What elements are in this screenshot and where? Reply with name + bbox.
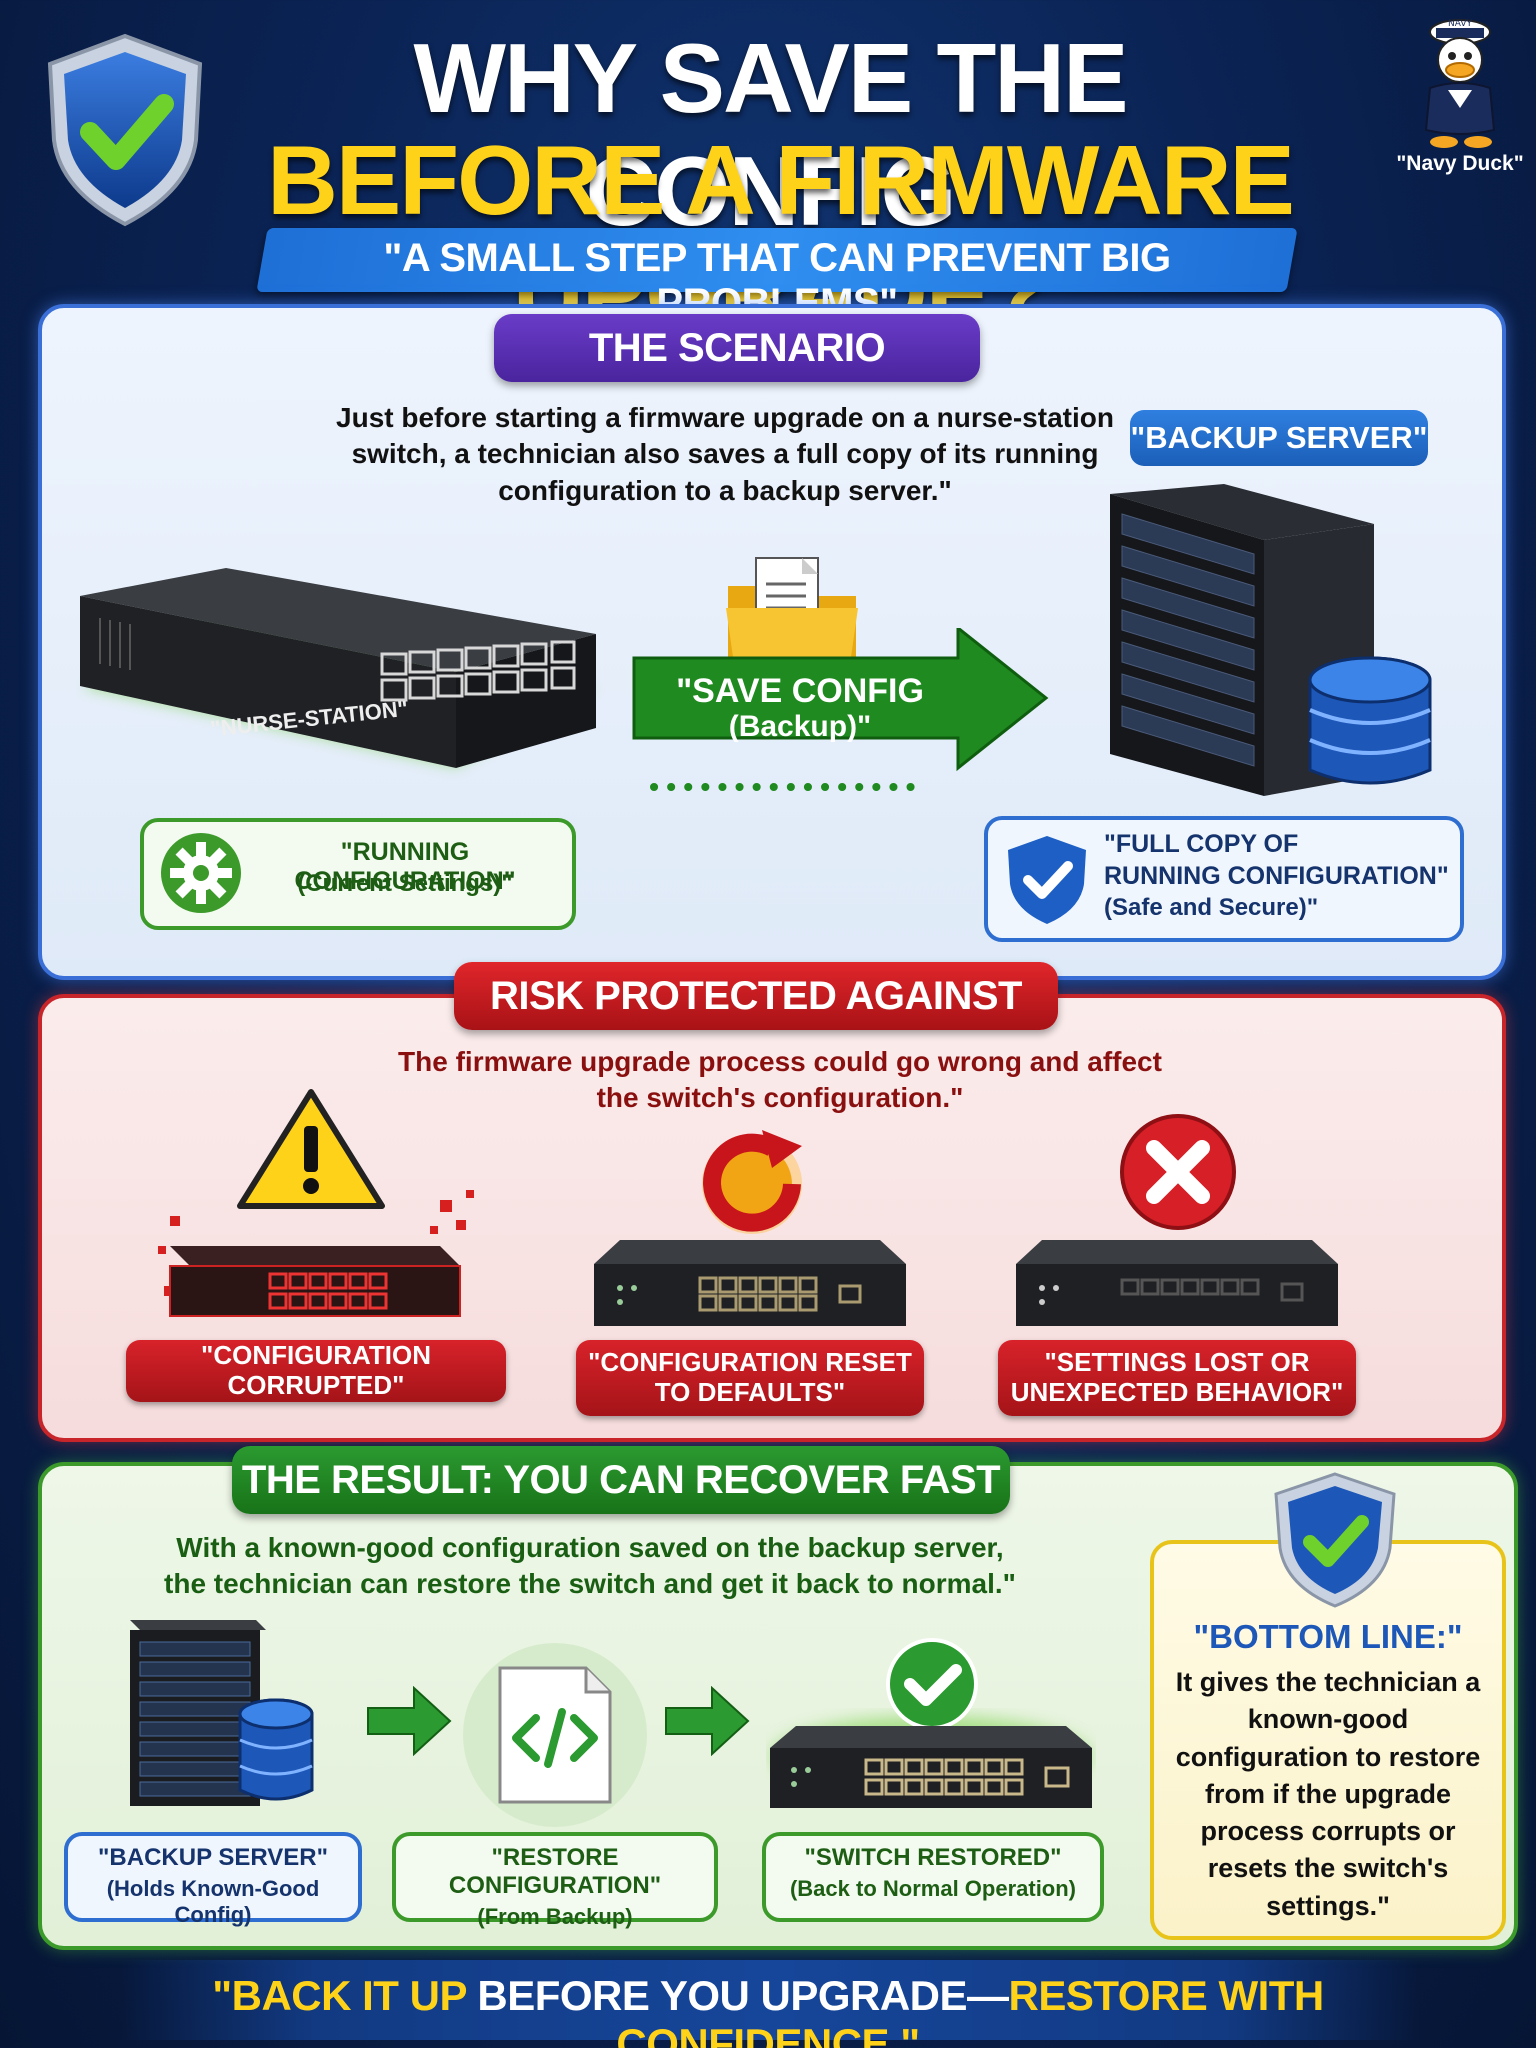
running-config-title: "RUNNING CONFIGURATION" xyxy=(294,838,516,895)
mascot-label: "Navy Duck" xyxy=(1396,152,1524,175)
save-arrow-label-1: "SAVE CONFIG xyxy=(676,672,924,710)
shield-check-icon xyxy=(47,33,203,227)
reset-switch-image xyxy=(594,1240,906,1326)
backup-server-small-image xyxy=(130,1620,314,1806)
checkmark-icon xyxy=(886,1638,978,1730)
result-step-title: "SWITCH RESTORED" xyxy=(804,1844,1062,1871)
code-document-icon xyxy=(463,1643,647,1827)
footer-part-1: "BACK IT UP xyxy=(212,1972,478,2019)
footer-banner xyxy=(120,1960,1420,2040)
warning-icon xyxy=(237,1089,385,1209)
footer-part-3: RESTORE WITH CONFIDENCE." xyxy=(616,1972,1324,2048)
bottom-line-box xyxy=(1150,1540,1506,1940)
bottom-line-title: "BOTTOM LINE:" xyxy=(1193,1618,1463,1655)
result-step-restore-config: "RESTORE CONFIGURATION" (From Backup) xyxy=(392,1832,718,1929)
backup-server-label: "BACKUP SERVER" xyxy=(1130,410,1428,466)
result-step-subtitle: (Back to Normal Operation) xyxy=(789,1876,1077,1901)
result-step-title: "RESTORE CONFIGURATION" xyxy=(448,1844,662,1899)
save-arrow-label-2: (Backup)" xyxy=(728,710,872,743)
risk-label-reset: "CONFIGURATION RESET TO DEFAULTS" xyxy=(576,1340,924,1416)
dotted-line xyxy=(650,783,930,791)
risk-label-lost: "SETTINGS LOST OR UNEXPECTED BEHAVIOR" xyxy=(998,1340,1356,1416)
backup-server-image xyxy=(1110,484,1432,796)
database-icon xyxy=(1308,656,1432,785)
result-step-subtitle: (From Backup) xyxy=(477,1904,633,1929)
full-copy-line-2: RUNNING CONFIGURATION" xyxy=(1104,862,1449,890)
corrupted-switch-image xyxy=(158,1190,474,1317)
lost-settings-switch-image xyxy=(1016,1240,1338,1326)
reset-icon xyxy=(702,1130,802,1234)
footer-slogan: "BACK IT UP BEFORE YOU UPGRADE—RESTORE W… xyxy=(60,1972,1476,2048)
save-config-arrow xyxy=(632,628,1049,772)
title-line-1: WHY SAVE THE CONFIG xyxy=(413,23,1129,246)
restored-switch-image xyxy=(770,1638,1092,1808)
nurse-station-switch-image xyxy=(80,568,596,768)
result-step-subtitle: (Holds Known-Good Config) xyxy=(106,1876,320,1927)
result-heading: THE RESULT: YOU CAN RECOVER FAST xyxy=(232,1446,1010,1514)
folder-document-icon xyxy=(726,557,858,664)
full-copy-line-1: "FULL COPY OF xyxy=(1104,830,1299,858)
running-config-subtitle: (Current Settings)" xyxy=(297,870,513,897)
full-copy-line-3: (Safe and Secure)" xyxy=(1104,894,1319,921)
shield-check-icon xyxy=(1274,1472,1396,1608)
scenario-heading: THE SCENARIO xyxy=(494,314,980,382)
arrow-right-icon xyxy=(665,1686,750,1756)
bottom-line-text: It gives the technician a known-good con… xyxy=(1175,1667,1481,1921)
risk-text: The firmware upgrade process could go wr… xyxy=(398,1046,1162,1114)
footer-part-2: BEFORE YOU UPGRADE— xyxy=(477,1972,1009,2019)
mascot-cap-text: NAVY xyxy=(1448,19,1472,29)
x-icon xyxy=(1120,1114,1236,1230)
result-step-backup-server: "BACKUP SERVER" (Holds Known-Good Config… xyxy=(64,1832,362,1927)
risk-label-corrupted: "CONFIGURATION CORRUPTED" xyxy=(126,1340,506,1402)
arrow-right-icon xyxy=(367,1686,452,1756)
result-step-switch-restored: "SWITCH RESTORED" (Back to Normal Operat… xyxy=(762,1832,1104,1922)
scenario-text: Just before starting a firmware upgrade … xyxy=(336,402,1114,506)
result-text: With a known-good configuration saved on… xyxy=(164,1532,1016,1600)
gear-icon xyxy=(161,833,241,913)
risk-heading: RISK PROTECTED AGAINST xyxy=(454,962,1058,1030)
duck-mascot-icon: NAVY xyxy=(1424,19,1496,148)
result-step-title: "BACKUP SERVER" xyxy=(98,1844,328,1871)
shield-check-icon xyxy=(1008,836,1086,924)
